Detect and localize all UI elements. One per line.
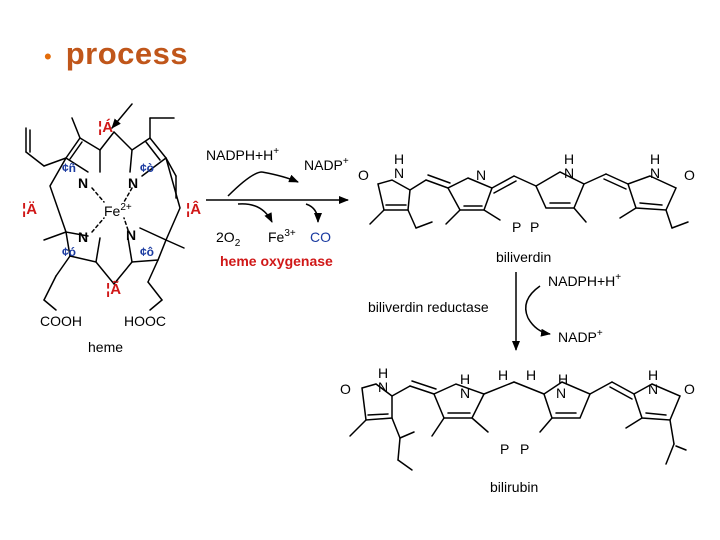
heme-n3: N <box>78 229 88 245</box>
bilirubin-nh2-h: H <box>460 371 470 387</box>
heme-n1: N <box>78 175 88 191</box>
bilirubin-labels: O H N H N H H H N H N O P P bilirubin <box>340 365 695 495</box>
biliverdin-ring-d <box>627 175 677 211</box>
reaction-1-labels: NADPH+H+ NADP+ 2O2 Fe3+ CO heme oxygenas… <box>206 146 349 269</box>
reaction-1-fe3: Fe3+ <box>268 228 296 245</box>
bilirubin-nh4-n: N <box>648 381 658 397</box>
biliverdin-p2: P <box>530 219 539 235</box>
meso-gamma: ¦Ã <box>106 280 121 298</box>
bilirubin-bridge-h2: H <box>526 367 536 383</box>
biliverdin-n2: N <box>476 167 486 183</box>
title-row: • process <box>44 36 188 72</box>
biliverdin-label: biliverdin <box>496 249 551 265</box>
reaction-1-co-arc <box>305 203 322 223</box>
heme-iron: Fe2+ <box>104 202 132 219</box>
meso-bridge-left <box>49 157 67 233</box>
reaction-2-nadph: NADPH+H+ <box>548 272 621 289</box>
meso-alpha: ¦Á <box>98 119 113 136</box>
reaction-2-enzyme: biliverdin reductase <box>368 299 489 315</box>
bilirubin-p1: P <box>500 441 509 457</box>
meso-delta: ¦Ä <box>22 201 37 218</box>
reaction-2-cofactor-arc-out <box>527 317 551 337</box>
ring-label-4: ¢ô <box>140 245 154 259</box>
biliverdin-nh1-n: N <box>394 165 404 181</box>
reaction-1-oxygen-arc <box>237 203 273 223</box>
meso-beta: ¦Â <box>186 200 201 218</box>
bilirubin-ring-c <box>543 381 591 419</box>
bilirubin-o-left: O <box>340 381 351 397</box>
ring-label-2: ¢ò <box>140 161 154 175</box>
bilirubin-nh1-n: N <box>378 379 388 395</box>
bilirubin-ring-a <box>361 383 393 421</box>
ring-label-3: ¢ó <box>62 245 76 259</box>
biliverdin-nh4-n: N <box>650 165 660 181</box>
bilirubin-nh3-h: H <box>558 371 568 387</box>
bilirubin-structure <box>349 380 687 471</box>
biliverdin-o-left: O <box>358 167 369 183</box>
bilirubin-ring-b <box>433 383 486 419</box>
reaction-2 <box>512 272 551 351</box>
reaction-1-nadph: NADPH+H+ <box>206 146 279 163</box>
heme-cooh-left: COOH <box>40 313 82 329</box>
bilirubin-nh4-h: H <box>648 367 658 383</box>
meso-bridge-top <box>99 130 133 151</box>
bilirubin-o-right: O <box>684 381 695 397</box>
reaction-1-cofactor-arc-in <box>227 171 263 197</box>
biliverdin-ring-b <box>446 177 493 211</box>
biliverdin-nh4-h: H <box>650 151 660 167</box>
reaction-2-cofactor-arc-in <box>525 285 541 319</box>
biliverdin-structure <box>369 171 689 229</box>
bilirubin-nh1-h: H <box>378 365 388 381</box>
biliverdin-labels: O H N N H N H N O P P biliverdin <box>358 151 695 265</box>
heme-label: heme <box>88 339 123 355</box>
reaction-1-oxygen: 2O2 <box>216 229 241 249</box>
bilirubin-label: bilirubin <box>490 479 538 495</box>
bilirubin-p2: P <box>520 441 529 457</box>
bullet: • <box>44 44 52 69</box>
biliverdin-o-right: O <box>684 167 695 183</box>
attack-arrow <box>111 103 133 129</box>
reaction-1-cofactor-arc-out <box>261 171 299 183</box>
slide-title: process <box>65 36 189 71</box>
bilirubin-bridge-h1: H <box>498 367 508 383</box>
reaction-1-nadp: NADP+ <box>304 156 349 173</box>
reaction-1-co: CO <box>310 229 331 245</box>
biliverdin-nh1-h: H <box>394 151 404 167</box>
bilirubin-nh3-n: N <box>556 385 566 401</box>
reaction-1-enzyme: heme oxygenase <box>220 253 333 269</box>
meso-bridge-bottom <box>95 261 133 286</box>
heme-structure <box>25 103 185 311</box>
ring-label-1: ¢ñ <box>62 161 76 175</box>
heme-labels: ¦Á ¦Ä ¦Â ¦Ã ¢ñ ¢ò ¢ó ¢ô N N N N Fe2+ COO… <box>22 119 201 355</box>
heme-n2: N <box>128 175 138 191</box>
bilirubin-nh2-n: N <box>460 385 470 401</box>
biliverdin-nh3-h: H <box>564 151 574 167</box>
reaction-1 <box>206 171 349 223</box>
reaction-2-labels: NADPH+H+ NADP+ biliverdin reductase <box>368 272 621 345</box>
biliverdin-ring-a <box>377 179 411 211</box>
reaction-2-nadp: NADP+ <box>558 328 603 345</box>
meso-bridge-right <box>165 157 181 241</box>
heme-hooc-right: HOOC <box>124 313 166 329</box>
biliverdin-p1: P <box>512 219 521 235</box>
biliverdin-ring-c <box>535 171 585 209</box>
heme-n4: N <box>126 227 136 243</box>
bilirubin-ring-d <box>633 383 681 421</box>
biliverdin-nh3-n: N <box>564 165 574 181</box>
